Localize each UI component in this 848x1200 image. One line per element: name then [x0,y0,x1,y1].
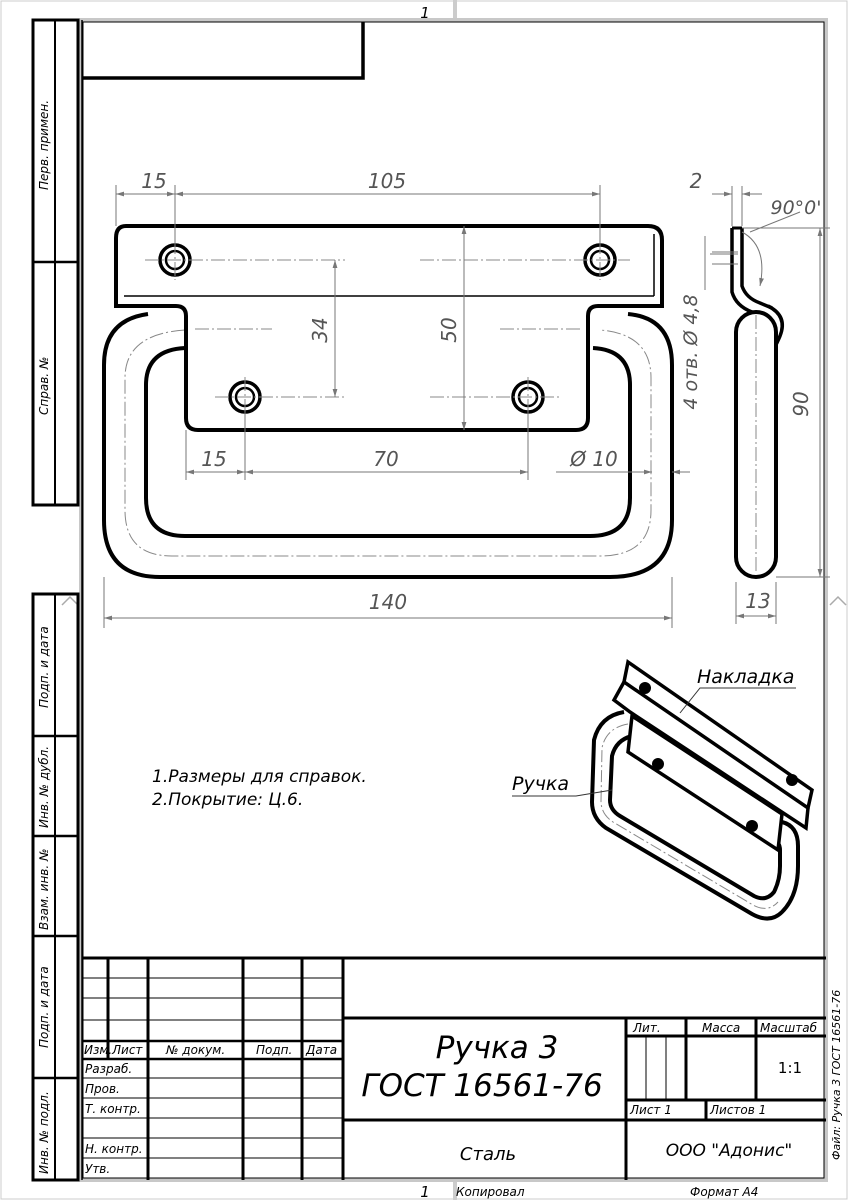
dim-34: 34 [308,317,332,342]
dim-15-top: 15 [141,169,166,193]
dim-90: 90 [789,391,813,416]
dim-50: 50 [437,317,461,342]
label-kopiroval: Копировал [456,1185,525,1199]
front-view: 15 105 34 50 15 70 Ø 10 140 [102,169,690,628]
dim-13: 13 [745,589,770,613]
label-format: Формат А4 [690,1185,758,1199]
margin-vzam-inv: Взам. инв. № [37,849,51,930]
title-block-headers: Изм. Лист № докум. Подп. Дата Разраб. Пр… [84,1043,337,1176]
header-dokum: № докум. [165,1043,225,1057]
scale-value: 1:1 [778,1059,802,1077]
role-n-kontr: Н. контр. [85,1142,143,1156]
margin-podp-data-2: Подп. и дата [37,966,51,1048]
side-margin-bottom [31,592,80,1182]
sheet-number-bottom: 1 [420,1183,430,1200]
margin-inv-dubl: Инв. № дубл. [37,746,51,828]
dim-70: 70 [373,447,398,471]
title-block [83,956,826,1180]
label-massa: Масса [702,1021,740,1035]
sheet-number-top: 1 [420,4,430,22]
header-data: Дата [305,1043,337,1057]
dim-140: 140 [369,590,407,614]
role-utv: Утв. [85,1162,110,1176]
note-2: 2.Покрытие: Ц.6. [152,790,303,810]
callout-ruchka: Ручка [512,773,569,795]
dim-2: 2 [690,169,703,193]
margin-perv-primen: Перв. примен. [37,100,51,190]
header-izm: Изм. [84,1043,112,1057]
drawing-standard: ГОСТ 16561-76 [361,1068,602,1104]
role-razrab: Разраб. [85,1062,132,1076]
label-listov: Листов 1 [709,1103,766,1117]
header-podp: Подп. [256,1043,292,1057]
margin-inv-podl: Инв. № подл. [37,1091,51,1174]
note-1: 1.Размеры для справок. [152,767,367,787]
label-list: Лист 1 [629,1103,672,1117]
dim-105: 105 [368,169,406,193]
dim-15-bottom: 15 [201,447,226,471]
callout-nakladka: Накладка [697,666,794,688]
material: Сталь [460,1144,516,1165]
file-label: Файл: Ручка 3 ГОСТ 16561-76 [830,990,843,1160]
margin-podp-data-1: Подп. и дата [37,626,51,708]
company-name: ООО "Адонис" [666,1141,792,1161]
side-margin-top [31,18,80,507]
label-lit: Лит. [632,1021,661,1035]
side-view: 2 90°0' 4 отв. Ø 4,8 90 13 [680,169,830,624]
dim-90-deg: 90°0' [771,197,822,219]
drawing-title: Ручка 3 [436,1030,559,1066]
header-list: Лист [111,1043,143,1057]
dim-d10: Ø 10 [569,447,618,471]
margin-sprav-no: Справ. № [37,357,51,415]
role-t-kontr: Т. контр. [85,1102,141,1116]
role-prov: Пров. [85,1082,120,1096]
dim-holes: 4 отв. Ø 4,8 [680,294,702,409]
isometric-view [512,659,814,921]
label-masshtab: Масштаб [760,1021,818,1035]
